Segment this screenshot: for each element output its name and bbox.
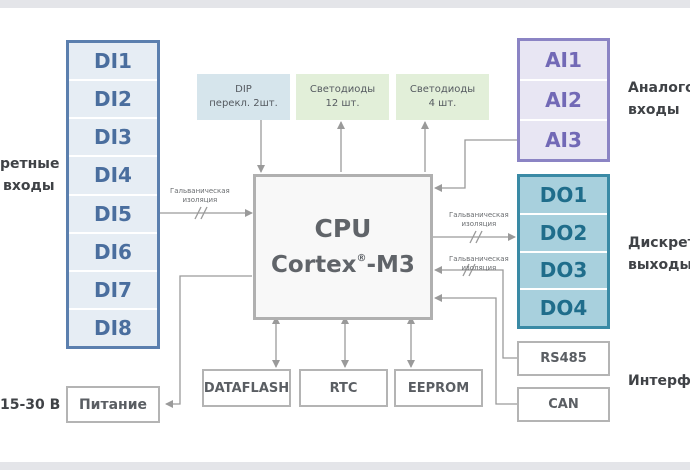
isolation-label-do: Гальваническая изоляция — [449, 211, 509, 229]
can-box: CAN — [517, 387, 610, 422]
di-item: DI3 — [69, 119, 157, 158]
isolation-label-left: Гальваническая изоляция — [170, 187, 230, 205]
discrete-inputs-label: ретные входы — [0, 153, 59, 197]
dip-line2: перекл. 2шт. — [209, 98, 278, 109]
ai-item: AI2 — [520, 81, 607, 121]
cpu-title: CPU — [314, 214, 372, 243]
dataflash-box: DATAFLASH — [202, 369, 291, 407]
di-item: DI4 — [69, 157, 157, 196]
cpu-subtitle: Cortex®-M3 — [271, 244, 415, 280]
top-border-bar — [0, 0, 690, 8]
power-to-cpu-line — [165, 275, 252, 408]
di-item: DI6 — [69, 234, 157, 272]
isolation-ifc-line2: изоляция — [461, 264, 497, 272]
do-item: DO3 — [520, 253, 607, 291]
power-voltage-label: 15-30 В — [0, 397, 61, 413]
leds4-line1: Светодиоды — [409, 84, 476, 95]
ai-item: AI1 — [520, 41, 607, 81]
di-item: DI8 — [94, 315, 132, 340]
isolation-do-line2: изоляция — [461, 220, 497, 228]
ai-to-cpu-line — [434, 139, 517, 192]
do-label-line2: выходы — [628, 257, 690, 273]
can-to-cpu-line — [434, 294, 517, 405]
do-item: DO2 — [520, 215, 607, 253]
interfaces-label: Интерф — [628, 373, 690, 389]
do-item: DO4 — [539, 296, 588, 321]
leds12-line1: Светодиоды — [309, 84, 376, 95]
analog-label-line1: Аналого — [628, 80, 690, 96]
cpu-sub-tail: -M3 — [366, 252, 415, 278]
di-item: DI5 — [69, 196, 157, 234]
rs485-to-cpu-line — [434, 266, 517, 359]
dip-line1: DIP — [235, 84, 252, 95]
discrete-inputs-label-line1: ретные — [0, 156, 60, 172]
isolation-label-interfaces: Гальваническая изоляция — [449, 255, 509, 273]
discrete-outputs-label: Дискрет выходы — [628, 232, 690, 276]
discrete-inputs-block: DI1 DI2 DI3 DI4 DI5 DI6 DI7 DI8 — [66, 40, 160, 349]
rs485-box: RS485 — [517, 341, 610, 376]
isolation-ifc-line1: Гальваническая — [449, 255, 509, 263]
bottom-border-bar — [0, 462, 690, 470]
rtc-box: RTC — [299, 369, 388, 407]
leds-4-box: Светодиоды 4 шт. — [396, 74, 489, 120]
isolation-do-line1: Гальваническая — [449, 211, 509, 219]
leds-12-box: Светодиоды 12 шт. — [296, 74, 389, 120]
do-item: DO1 — [520, 177, 607, 215]
analog-inputs-block: AI1 AI2 AI3 — [517, 38, 610, 162]
isolation-left-line1: Гальваническая — [170, 187, 230, 195]
dip-switch-box: DIP перекл. 2шт. — [197, 74, 290, 120]
di-item: DI7 — [69, 272, 157, 310]
cpu-block: CPU Cortex®-M3 — [253, 174, 433, 320]
discrete-inputs-label-line2: входы — [3, 178, 55, 194]
di-item: DI1 — [69, 43, 157, 82]
leds12-line2: 12 шт. — [325, 98, 360, 109]
di-item: DI2 — [69, 81, 157, 120]
power-box: Питание — [66, 386, 160, 423]
leds4-line2: 4 шт. — [428, 98, 457, 109]
ai-item: AI3 — [545, 128, 582, 152]
cpu-registered-mark: ® — [356, 253, 367, 264]
isolation-left-line2: изоляция — [182, 196, 218, 204]
do-label-line1: Дискрет — [628, 235, 690, 251]
analog-inputs-label: Аналого входы — [628, 77, 690, 121]
discrete-outputs-block: DO1 DO2 DO3 DO4 — [517, 174, 610, 329]
eeprom-box: EEPROM — [394, 369, 483, 407]
analog-label-line2: входы — [628, 102, 680, 118]
cpu-sub-main: Cortex — [271, 252, 357, 278]
